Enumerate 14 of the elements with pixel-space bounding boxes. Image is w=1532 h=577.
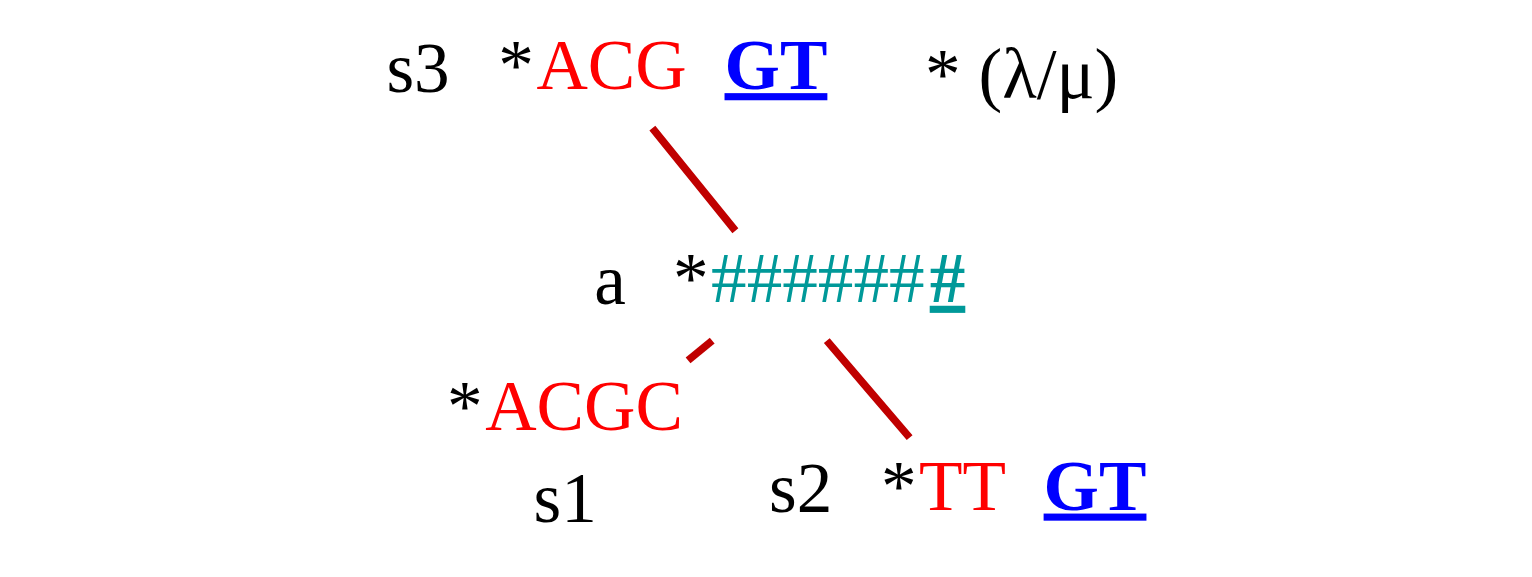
node-label: *ACG [497,26,687,105]
node-label: *####### [672,238,965,317]
node-label: GT [724,26,827,105]
node-text: s1 [533,458,597,537]
node-label: *ACGC [446,367,683,446]
label: * (λ/μ) [924,35,1118,114]
connector [823,338,913,441]
node-label: *TT [880,446,1006,525]
connector [685,337,715,364]
connector [648,125,738,234]
node-text: s2 [768,449,832,528]
node-text: a [593,241,626,320]
node-text: s3 [385,28,450,107]
node-label: GT [1043,446,1146,525]
